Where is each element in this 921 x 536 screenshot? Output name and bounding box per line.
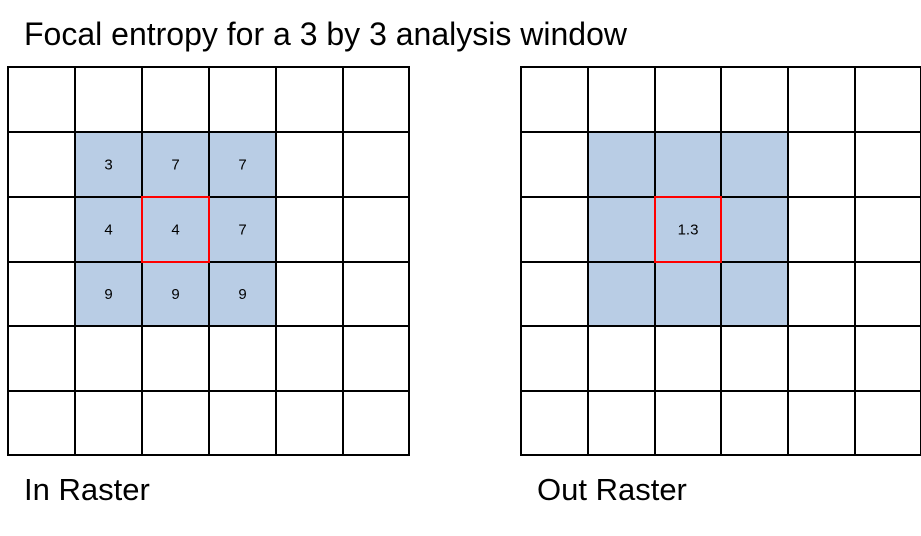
in-raster-cell	[275, 66, 344, 133]
in-raster-cell	[208, 390, 277, 456]
in-raster-cell	[7, 66, 76, 133]
out-raster-cell	[854, 66, 921, 133]
in-cell-value: 9	[171, 286, 179, 303]
in-cell-value: 7	[238, 157, 246, 174]
out-raster-cell	[587, 390, 656, 456]
in-raster-cell	[275, 325, 344, 392]
out-raster-cell	[720, 325, 789, 392]
in-raster-cell	[208, 66, 277, 133]
in-analysis-window	[75, 132, 276, 326]
out-raster-cell	[520, 390, 589, 456]
in-raster-cell	[342, 325, 410, 392]
out-raster-caption: Out Raster	[537, 472, 687, 507]
out-raster-cell	[654, 390, 722, 456]
out-raster-cell	[654, 66, 722, 133]
in-raster-cell	[275, 196, 344, 263]
out-raster-cell	[587, 66, 656, 133]
in-raster-cell	[342, 261, 410, 327]
out-analysis-window	[588, 132, 788, 326]
in-cell-value: 7	[238, 222, 246, 239]
out-raster-cell	[787, 261, 856, 327]
in-raster-cell	[7, 131, 76, 198]
in-raster-cell	[141, 390, 210, 456]
out-raster-cell	[654, 325, 722, 392]
in-raster-cell	[7, 261, 76, 327]
diagram-title: Focal entropy for a 3 by 3 analysis wind…	[24, 16, 627, 52]
out-raster-cell	[854, 196, 921, 263]
in-cell-value: 3	[104, 157, 112, 174]
out-raster-cell	[520, 196, 589, 263]
out-raster-cell	[854, 325, 921, 392]
out-raster-cell	[520, 325, 589, 392]
out-cell-value: 1.3	[678, 222, 699, 239]
in-raster-cell	[342, 131, 410, 198]
out-raster-cell	[854, 131, 921, 198]
in-raster-cell	[74, 390, 143, 456]
out-raster-grid: 1.3	[520, 66, 921, 456]
in-raster-cell	[141, 325, 210, 392]
out-raster-cell	[520, 261, 589, 327]
out-raster-cell	[520, 66, 589, 133]
out-raster-cell	[587, 325, 656, 392]
in-cell-value: 7	[171, 157, 179, 174]
in-cell-value: 9	[104, 286, 112, 303]
out-raster-cell	[520, 131, 589, 198]
in-raster-cell	[275, 390, 344, 456]
out-raster-cell	[720, 66, 789, 133]
out-raster-cell	[787, 196, 856, 263]
in-raster-cell	[342, 390, 410, 456]
out-raster-cell	[854, 390, 921, 456]
out-raster-cell	[787, 390, 856, 456]
in-cell-value: 4	[104, 222, 112, 239]
in-raster-cell	[275, 131, 344, 198]
in-raster-caption: In Raster	[24, 472, 150, 507]
in-raster-cell	[141, 66, 210, 133]
out-raster-cell	[787, 131, 856, 198]
in-raster-cell	[342, 66, 410, 133]
in-raster-cell	[7, 325, 76, 392]
in-raster-cell	[7, 196, 76, 263]
in-center-cell-outline	[141, 196, 210, 263]
in-raster-cell	[74, 325, 143, 392]
in-cell-value: 4	[171, 222, 179, 239]
out-center-cell-outline	[654, 196, 722, 263]
in-raster-cell	[275, 261, 344, 327]
out-raster-cell	[787, 325, 856, 392]
out-raster-cell	[787, 66, 856, 133]
in-raster-grid: 3 7 7 4 4 7 9 9 9	[7, 66, 410, 456]
in-cell-value: 9	[238, 286, 246, 303]
in-raster-cell	[342, 196, 410, 263]
in-raster-cell	[208, 325, 277, 392]
in-raster-cell	[7, 390, 76, 456]
out-raster-cell	[720, 390, 789, 456]
in-raster-cell	[74, 66, 143, 133]
out-raster-cell	[854, 261, 921, 327]
